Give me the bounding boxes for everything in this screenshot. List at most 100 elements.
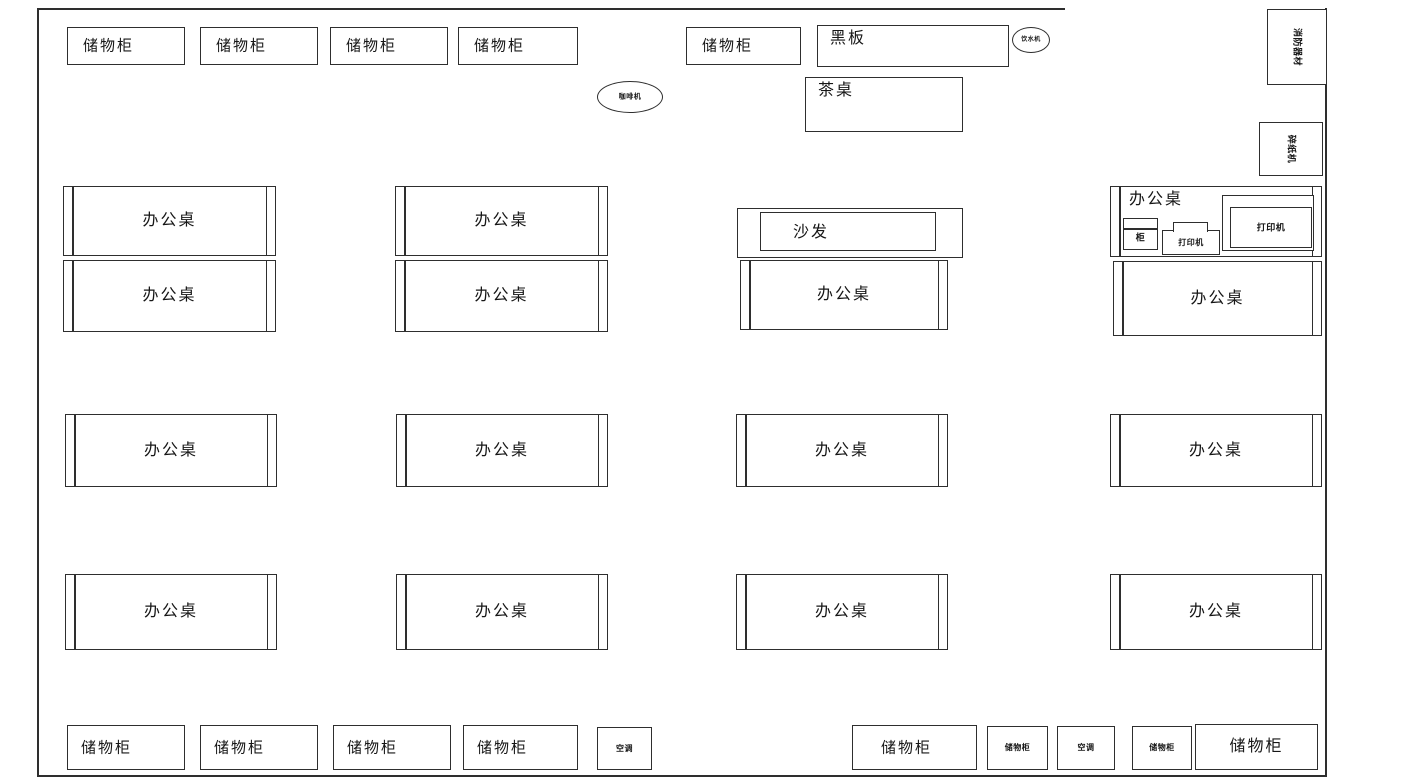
desk-r1c2-top-end-panel-left	[404, 187, 406, 255]
cabinet-bottom-6-label: 储物柜	[1004, 743, 1031, 752]
desk-r2c1: 办公桌	[65, 414, 277, 487]
desk-r1c3: 办公桌	[740, 260, 948, 330]
water-dispenser: 饮水机	[1012, 27, 1050, 53]
desk-r2c1-end-panel-right	[266, 415, 268, 486]
cabinet-bottom-3-label: 储物柜	[347, 739, 399, 756]
sofa-label: 沙发	[793, 224, 830, 241]
desk-r1c4-top-end-panel-left	[1119, 187, 1121, 256]
desk-r2c2-label: 办公桌	[474, 441, 530, 459]
printer-large: 打印机	[1222, 195, 1314, 251]
sofa-seat	[760, 212, 936, 251]
desk-r3c3: 办公桌	[736, 574, 948, 650]
desk-r1c2-bottom-label: 办公桌	[474, 287, 529, 304]
desk-r1c1-top-end-panel-left	[72, 187, 74, 255]
desk-r3c1-end-panel-right	[266, 575, 268, 649]
cabinet-top-1-label: 储物柜	[83, 37, 135, 55]
wall-bottom	[37, 775, 1327, 777]
desk-r1c4-bottom-end-panel-left	[1122, 262, 1124, 335]
cabinet-bottom-1-label: 储物柜	[81, 739, 133, 756]
desk-r1c1-top: 办公桌	[63, 186, 276, 256]
printer-large-body: 打印机	[1230, 207, 1312, 248]
coffee-machine-label: 咖啡机	[618, 93, 642, 101]
cabinet-bottom-6: 储物柜	[987, 726, 1048, 770]
wall-top	[37, 8, 1065, 10]
cabinet-bottom-7-label: 储物柜	[1149, 743, 1175, 752]
desk-r1c3-end-panel-right	[937, 261, 939, 329]
desk-r1c1-bottom-end-panel-left	[72, 261, 74, 331]
desk-r1c4-bottom-end-panel-right	[1311, 262, 1313, 335]
desk-r1c1-bottom: 办公桌	[63, 260, 276, 332]
cabinet-top-3-label: 储物柜	[346, 37, 398, 55]
cabinet-bottom-5-label: 储物柜	[881, 739, 933, 756]
ac-unit-left-label: 空调	[616, 743, 633, 753]
desk-r3c4-label: 办公桌	[1188, 603, 1244, 620]
cabinet-top-2-label: 储物柜	[216, 37, 268, 55]
blackboard: 黑板	[817, 25, 1009, 67]
cabinet-bottom-3: 储物柜	[333, 725, 451, 770]
cabinet-bottom-7: 储物柜	[1132, 726, 1192, 770]
small-cabinet-box: 柜	[1123, 218, 1158, 250]
small-cabinet-box-label: 柜	[1135, 232, 1146, 243]
cabinet-top-4-label: 储物柜	[474, 37, 526, 55]
blackboard-label: 黑板	[830, 30, 867, 47]
sofa: 沙发	[737, 208, 963, 258]
desk-r2c4-label: 办公桌	[1188, 441, 1244, 459]
desk-r1c4-bottom: 办公桌	[1113, 261, 1322, 336]
desk-r1c1-top-end-panel-right	[265, 187, 267, 255]
desk-r1c3-end-panel-left	[749, 261, 751, 329]
desk-r1c3-label: 办公桌	[816, 286, 872, 303]
ac-unit-right-label: 空调	[1077, 743, 1095, 752]
desk-r3c2: 办公桌	[396, 574, 608, 650]
desk-r2c2-end-panel-right	[597, 415, 599, 486]
desk-r3c2-end-panel-right	[597, 575, 599, 649]
printer-small-top-tray	[1173, 222, 1208, 232]
printer-small: 打印机	[1162, 222, 1220, 255]
fire-equipment-cabinet-label: 消防器材	[1292, 27, 1303, 67]
desk-r2c1-label: 办公桌	[143, 441, 199, 459]
desk-r3c1-label: 办公桌	[143, 603, 199, 620]
desk-r3c2-label: 办公桌	[474, 603, 530, 620]
printer-small-label: 打印机	[1178, 237, 1204, 247]
desk-r3c1-end-panel-left	[74, 575, 76, 649]
cabinet-bottom-4: 储物柜	[463, 725, 578, 770]
cabinet-bottom-5: 储物柜	[852, 725, 977, 770]
desk-r1c2-bottom-end-panel-right	[597, 261, 599, 331]
desk-r2c1-end-panel-left	[74, 415, 76, 486]
cabinet-top-4: 储物柜	[458, 27, 578, 65]
desk-r3c1: 办公桌	[65, 574, 277, 650]
desk-r2c4: 办公桌	[1110, 414, 1322, 487]
desk-r3c3-end-panel-right	[937, 575, 939, 649]
cabinet-top-3: 储物柜	[330, 27, 448, 65]
paper-shredder-label: 碎纸机	[1286, 134, 1297, 164]
desk-r1c1-bottom-end-panel-right	[265, 261, 267, 331]
desk-r2c4-end-panel-right	[1311, 415, 1313, 486]
desk-r2c2: 办公桌	[396, 414, 608, 487]
cabinet-bottom-2-label: 储物柜	[214, 739, 266, 756]
desk-r1c4-top-label: 办公桌	[1129, 191, 1184, 208]
cabinet-bottom-2: 储物柜	[200, 725, 318, 770]
desk-r2c2-end-panel-left	[405, 415, 407, 486]
cabinet-top-1: 储物柜	[67, 27, 185, 65]
small-cabinet-box-divider	[1124, 228, 1157, 230]
desk-r2c4-end-panel-left	[1119, 415, 1121, 486]
desk-r2c3: 办公桌	[736, 414, 948, 487]
cabinet-top-5: 储物柜	[686, 27, 801, 65]
desk-r3c4: 办公桌	[1110, 574, 1322, 650]
fire-equipment-cabinet: 消防器材	[1267, 9, 1327, 85]
desk-r1c2-bottom: 办公桌	[395, 260, 608, 332]
coffee-machine: 咖啡机	[597, 81, 663, 113]
desk-r1c2-top-label: 办公桌	[474, 212, 529, 229]
desk-r1c1-bottom-label: 办公桌	[142, 287, 197, 304]
ac-unit-right: 空调	[1057, 726, 1115, 770]
cabinet-top-2: 储物柜	[200, 27, 318, 65]
tea-table-label: 茶桌	[818, 82, 855, 99]
tea-table: 茶桌	[805, 77, 963, 132]
desk-r3c4-end-panel-left	[1119, 575, 1121, 649]
desk-r1c2-top: 办公桌	[395, 186, 608, 256]
desk-r3c3-label: 办公桌	[814, 603, 870, 620]
desk-r2c3-end-panel-right	[937, 415, 939, 486]
paper-shredder: 碎纸机	[1259, 122, 1323, 176]
cabinet-top-5-label: 储物柜	[702, 37, 754, 55]
desk-r3c2-end-panel-left	[405, 575, 407, 649]
